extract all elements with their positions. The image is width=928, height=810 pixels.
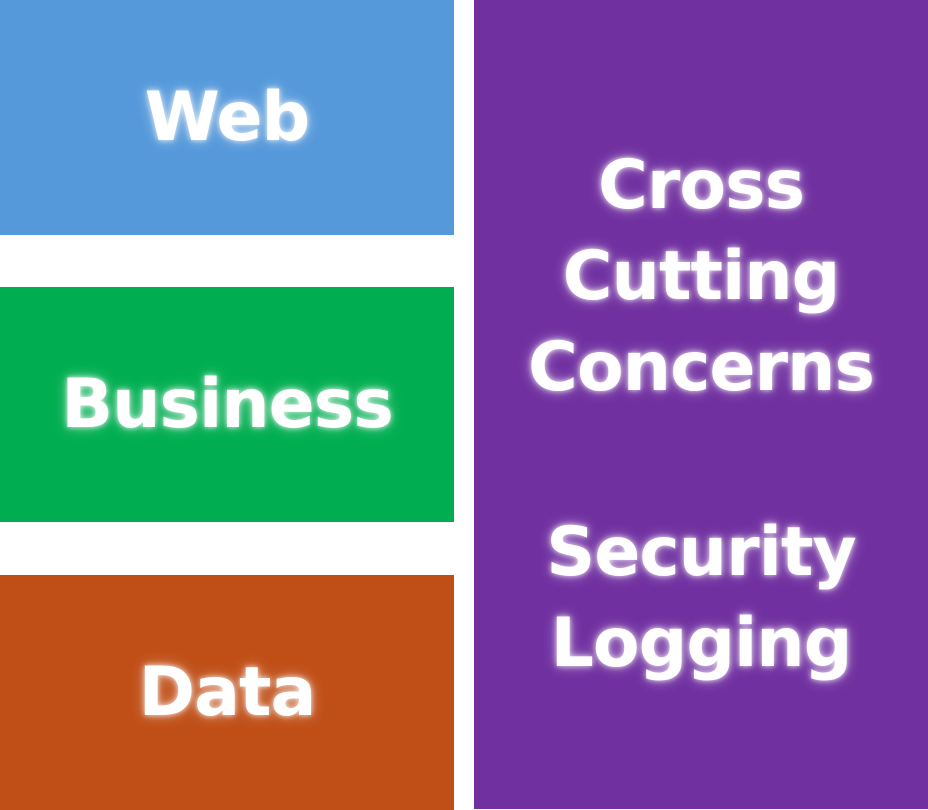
layer-web: Web [0, 0, 454, 235]
cross-cutting-title-line: Concerns [528, 328, 875, 407]
cross-cutting-panel: Cross Cutting Concerns Security Logging [474, 0, 928, 809]
cross-cutting-title-line: Cross [597, 146, 805, 225]
cross-cutting-title-line: Cutting [562, 237, 841, 316]
cross-cutting-item-security: Security [546, 513, 856, 592]
layer-business-label: Business [61, 365, 394, 444]
cross-cutting-items: Security Logging [546, 507, 856, 689]
cross-cutting-title: Cross Cutting Concerns [528, 140, 875, 413]
layer-business: Business [0, 287, 454, 522]
layer-data-label: Data [138, 653, 317, 732]
layer-web-label: Web [144, 78, 310, 157]
cross-cutting-item-logging: Logging [550, 604, 853, 683]
layer-data: Data [0, 575, 454, 810]
